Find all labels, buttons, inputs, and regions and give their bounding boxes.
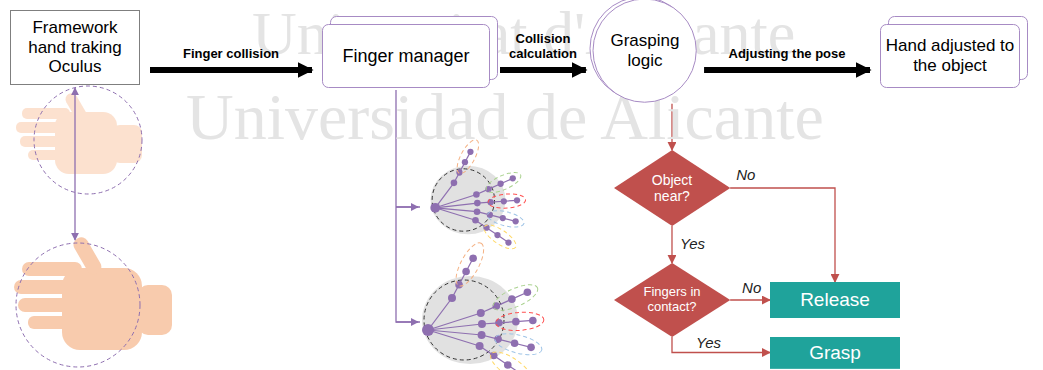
input-box: Framework hand traking Oculus: [10, 10, 140, 85]
text-wrap: Hand adjusted to the object: [883, 36, 1017, 75]
palm-collider: [432, 169, 494, 231]
action-box: Grasp: [770, 337, 900, 369]
finger-collider: [490, 280, 541, 316]
decision-connector: [730, 299, 770, 300]
node-text: Hand adjusted to the object: [883, 36, 1017, 75]
text-wrap: Grasp: [809, 342, 861, 364]
edge-label: Adjusting the pose: [729, 47, 846, 62]
joint-dot: [524, 288, 532, 296]
decision-connector: [671, 104, 672, 150]
node-text: Object near?: [639, 172, 705, 204]
stack-front: [323, 25, 490, 88]
hand-skeletons: [422, 137, 544, 370]
decision-diamond: Fingers in contact?: [614, 263, 730, 337]
finger-collider: [495, 311, 544, 332]
process-box: Finger manager: [322, 24, 490, 88]
diamond-shape: [614, 150, 730, 226]
flow-arrow: [500, 67, 586, 73]
manager-bracket: [396, 90, 420, 322]
bone-line: [435, 208, 475, 220]
manager-pointer: [396, 206, 418, 207]
node-text: Finger manager: [342, 46, 469, 67]
finger-collider: [481, 221, 520, 254]
joint-dot: [514, 197, 520, 203]
joint-dot: [505, 239, 511, 245]
finger-collider: [486, 208, 526, 231]
hand-skeleton: [422, 239, 544, 370]
text-wrap: Framework hand traking Oculus: [17, 18, 133, 77]
node-text: Framework hand traking Oculus: [17, 18, 133, 77]
joint-dot: [529, 317, 537, 325]
hand-photo-large: [14, 235, 172, 350]
text-wrap: Grasping logic: [610, 31, 680, 70]
edge-label: Yes: [680, 235, 705, 252]
edge-label: No: [742, 279, 761, 296]
joint-dot: [527, 344, 535, 352]
action-box: Release: [770, 282, 900, 318]
flow-arrow: [704, 67, 870, 73]
tracking-circle: [34, 86, 142, 194]
box-border: [11, 11, 140, 85]
palm-collider: [424, 280, 504, 360]
text-wrap: Object near?: [639, 172, 705, 204]
stack-front: [881, 25, 1020, 88]
diamond-shape: [614, 263, 730, 337]
box-fill: [770, 282, 900, 318]
text-wrap: Fingers in contact?: [639, 285, 705, 315]
edge-label: Collision calculation: [501, 32, 585, 62]
bone-line: [428, 324, 482, 330]
bone-line: [435, 195, 476, 208]
joint-dot: [462, 268, 470, 276]
node-text: Release: [800, 289, 870, 311]
edge-label: Finger collision: [183, 47, 279, 62]
finger-collider: [493, 330, 544, 359]
bone-line: [435, 203, 477, 208]
text-wrap: Finger manager: [342, 46, 469, 67]
circle-front: [593, 0, 696, 103]
decision-connector: [671, 226, 672, 263]
joint-dot: [469, 254, 477, 262]
bone-line: [428, 330, 480, 346]
bone-line: [508, 365, 522, 370]
wrist-dot: [430, 203, 440, 213]
finger-collider: [451, 239, 489, 290]
wrist-dot: [422, 324, 434, 336]
text-wrap: Release: [800, 289, 870, 311]
tracking-circle: [16, 243, 140, 367]
box-fill: [770, 337, 900, 369]
decision-connector: [730, 188, 835, 282]
flow-arrow: [150, 67, 312, 73]
node-text: Fingers in contact?: [639, 285, 705, 315]
edge-label: Yes: [696, 334, 721, 351]
palm-shape: [431, 166, 506, 235]
joint-dot: [510, 175, 516, 181]
joint-dot: [462, 159, 468, 165]
manager-pointer: [396, 321, 418, 322]
output-box: Hand adjusted to the object: [880, 24, 1020, 88]
tracking-link: [74, 88, 75, 240]
node-text: Grasp: [809, 342, 861, 364]
joint-dot: [467, 149, 473, 155]
watermark-text: Universidad de Alicante: [186, 84, 824, 150]
finger-collider: [484, 168, 524, 196]
joint-dot: [512, 218, 518, 224]
edge-label: No: [736, 166, 755, 183]
palm-shape: [422, 276, 518, 364]
decision-diamond: Object near?: [614, 150, 730, 226]
finger-collider: [486, 346, 536, 370]
node-text: Grasping logic: [610, 31, 680, 70]
logic-circle: Grasping logic: [592, 0, 697, 104]
finger-collider: [488, 193, 526, 210]
finger-collider: [453, 137, 483, 177]
hand-skeleton: [430, 137, 526, 253]
